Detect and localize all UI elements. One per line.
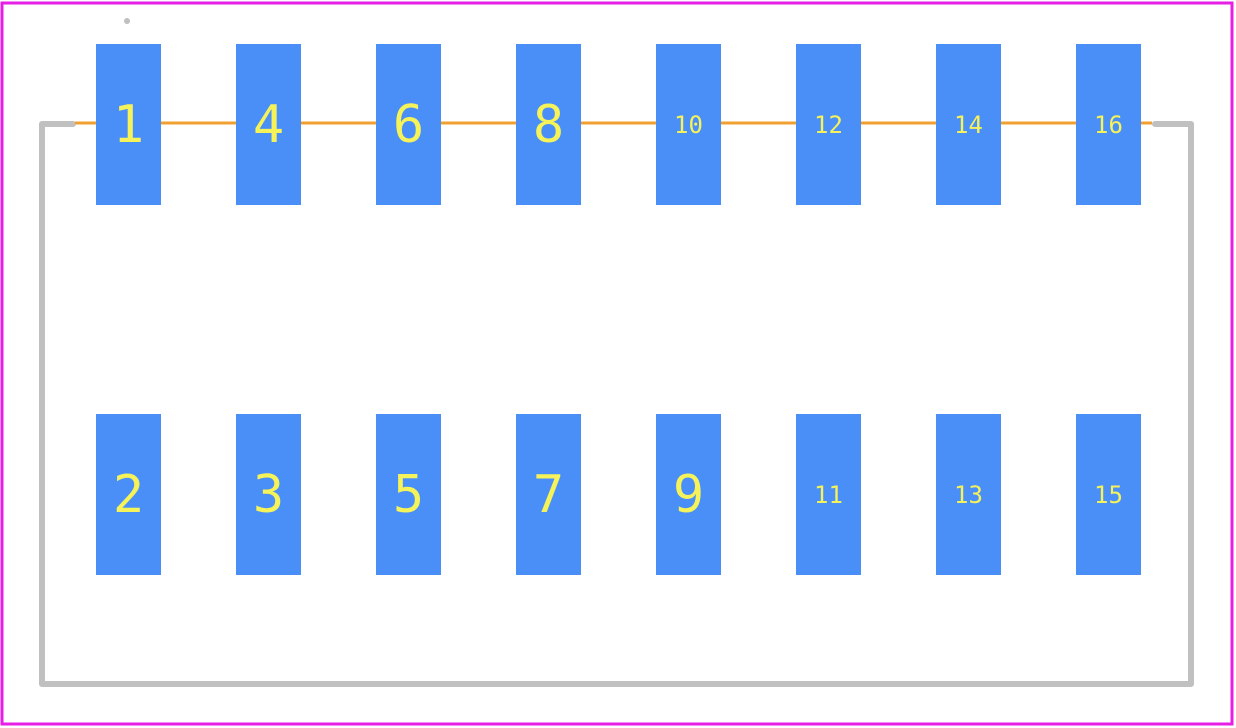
pin1-marker-dot <box>124 18 130 24</box>
pad-15 <box>1076 414 1141 575</box>
pad-5 <box>376 414 441 575</box>
pad-label-11: 11 <box>814 481 843 509</box>
pad-label-16: 16 <box>1094 111 1123 139</box>
pad-12 <box>796 44 861 205</box>
pad-label-10: 10 <box>674 111 703 139</box>
pad-label-6: 6 <box>393 95 424 155</box>
pad-row-bottom: 2 3 5 7 9 11 13 15 <box>96 414 1141 575</box>
pad-label-5: 5 <box>393 465 424 525</box>
pad-label-9: 9 <box>673 465 704 525</box>
pad-4 <box>236 44 301 205</box>
pad-label-4: 4 <box>253 95 284 155</box>
pad-2 <box>96 414 161 575</box>
pad-11 <box>796 414 861 575</box>
pad-label-1: 1 <box>113 95 144 155</box>
pad-label-14: 14 <box>954 111 983 139</box>
pad-7 <box>516 414 581 575</box>
pad-label-13: 13 <box>954 481 983 509</box>
pad-9 <box>656 414 721 575</box>
pad-label-3: 3 <box>253 465 284 525</box>
pad-label-2: 2 <box>113 465 144 525</box>
pad-13 <box>936 414 1001 575</box>
pad-6 <box>376 44 441 205</box>
pad-label-12: 12 <box>814 111 843 139</box>
pad-8 <box>516 44 581 205</box>
pad-14 <box>936 44 1001 205</box>
silkscreen-outline <box>39 121 1194 687</box>
pad-label-7: 7 <box>533 465 564 525</box>
pad-label-15: 15 <box>1094 481 1123 509</box>
pad-3 <box>236 414 301 575</box>
pad-1 <box>96 44 161 205</box>
pad-10 <box>656 44 721 205</box>
pad-16 <box>1076 44 1141 205</box>
pad-label-8: 8 <box>533 95 564 155</box>
